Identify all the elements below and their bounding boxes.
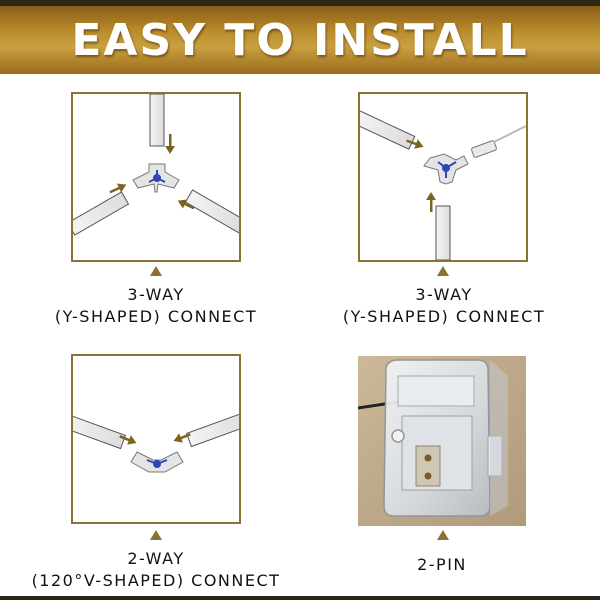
- arrow-left-icon: [173, 433, 191, 443]
- led-strip-upper-left: [360, 109, 416, 150]
- caption-line1: 3-WAY: [415, 285, 473, 304]
- y-connector: [132, 163, 180, 193]
- caption-line2: (Y-SHAPED) CONNECT: [54, 307, 258, 326]
- arrow-right-icon: [109, 183, 127, 194]
- caption-line1: 2-WAY: [127, 549, 185, 568]
- caption-line2: (Y-SHAPED) CONNECT: [342, 307, 546, 326]
- arrow-right-icon: [119, 435, 137, 445]
- led-strip-left: [73, 412, 127, 450]
- top-border: [0, 0, 600, 6]
- y-connector: [423, 153, 469, 185]
- panel-2way-v-diagram: [71, 354, 241, 524]
- led-strip-bottom: [435, 205, 451, 260]
- panel-3way-y-diagram-1: [71, 92, 241, 262]
- panel-3way-y-diagram-2: [358, 92, 528, 262]
- caption-line2: (120°V-SHAPED) CONNECT: [31, 571, 281, 590]
- led-strip-right: [185, 410, 239, 448]
- caption-line1: 2-PIN: [417, 555, 467, 574]
- led-strip-right: [184, 189, 239, 234]
- title-banner: EASY TO INSTALL: [0, 6, 600, 74]
- arrow-down-icon: [165, 134, 175, 154]
- v-connector: [130, 451, 184, 473]
- arrow-up-icon: [426, 192, 436, 212]
- led-strip-top: [149, 94, 165, 147]
- caption-3way-y-2: 3-WAY (Y-SHAPED) CONNECT: [322, 284, 566, 328]
- bottom-border: [0, 596, 600, 600]
- caption-pointer-icon: [150, 266, 162, 276]
- connector-photo: [358, 356, 526, 526]
- caption-2pin: 2-PIN: [380, 554, 504, 576]
- arrow-left-icon: [177, 199, 195, 210]
- power-cable: [471, 125, 526, 158]
- banner-title: EASY TO INSTALL: [71, 14, 529, 66]
- caption-pointer-icon: [437, 266, 449, 276]
- led-strip-left: [73, 191, 130, 236]
- caption-3way-y-1: 3-WAY (Y-SHAPED) CONNECT: [36, 284, 276, 328]
- arrow-right-icon: [406, 139, 424, 149]
- caption-line1: 3-WAY: [127, 285, 185, 304]
- caption-pointer-icon: [150, 530, 162, 540]
- caption-pointer-icon: [437, 530, 449, 540]
- caption-2way-v: 2-WAY (120°V-SHAPED) CONNECT: [20, 548, 292, 592]
